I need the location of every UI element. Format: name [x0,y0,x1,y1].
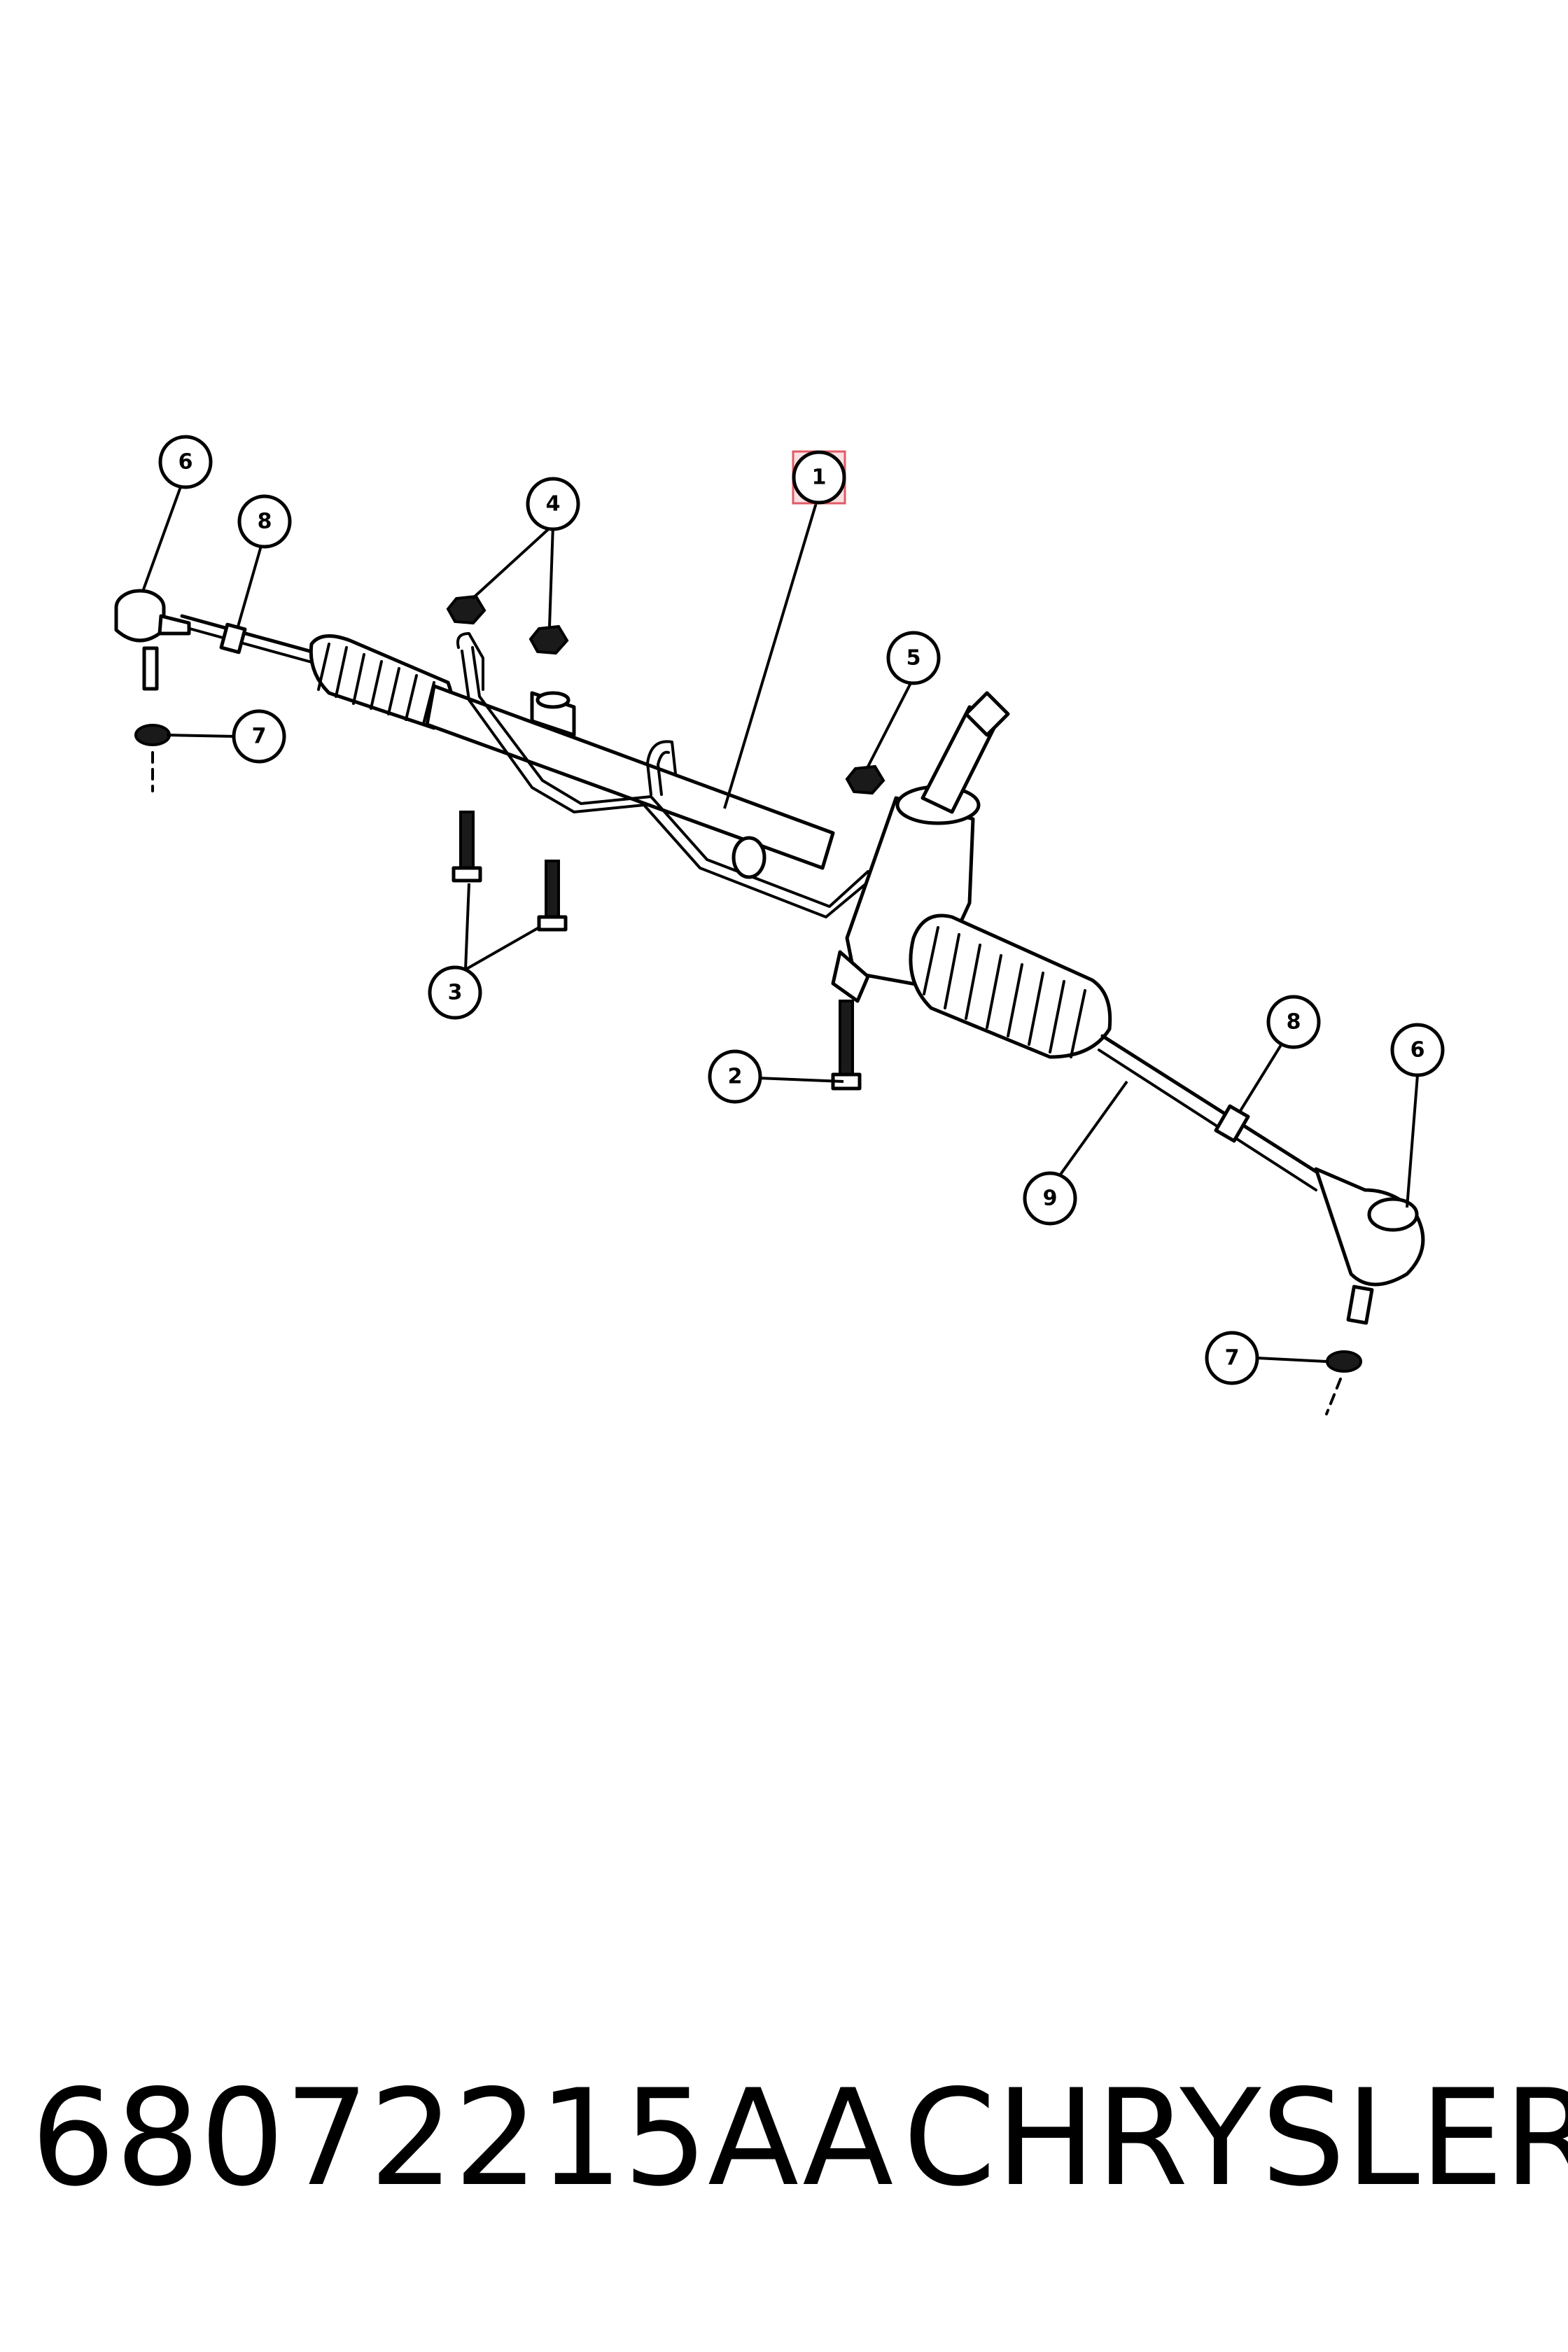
leader-lines [142,482,1419,1363]
callout-3[interactable]: 3 [428,965,482,1020]
left-tie-rod-end [114,589,191,691]
left-jam-nut [219,622,247,654]
brand-caption: CHRYSLER [903,2061,1568,2216]
callout-7-right[interactable]: 7 [1205,1331,1259,1385]
callout-5[interactable]: 5 [886,631,941,685]
callout-1[interactable]: 1 [792,450,846,505]
callout-6-right-label: 6 [1410,1038,1425,1063]
callout-9[interactable]: 9 [1023,1171,1077,1226]
callout-3-label: 3 [448,981,463,1005]
callout-1-label: 1 [812,465,827,490]
part-number-caption: 68072215AA [31,2061,894,2216]
callout-8-right-label: 8 [1287,1010,1301,1035]
callout-8-left[interactable]: 8 [237,494,292,549]
callout-7-right-label: 7 [1225,1346,1240,1371]
callout-2-label: 2 [728,1065,743,1089]
callout-8-right[interactable]: 8 [1266,995,1321,1049]
cotter-nuts [134,724,1362,1415]
steering-rack-assembly [114,589,1425,1415]
right-boot [909,913,1112,1059]
rack-housing [425,684,835,870]
callout-6-left[interactable]: 6 [158,435,213,489]
callout-4[interactable]: 4 [526,477,580,531]
callout-8-left-label: 8 [258,510,272,534]
right-tie-rod [1100,1034,1325,1178]
callout-4-label: 4 [546,492,561,517]
mounting-bolts [451,811,862,1091]
callout-9-label: 9 [1043,1186,1058,1211]
mounting-nuts [446,594,886,795]
callout-2[interactable]: 2 [708,1049,762,1104]
callout-7-left-label: 7 [252,724,267,749]
left-tie-rod [180,614,324,657]
callout-6-right[interactable]: 6 [1390,1023,1445,1077]
right-tie-rod-end [1314,1167,1425,1325]
callout-6-left-label: 6 [178,450,193,475]
callout-5-label: 5 [906,646,921,671]
callout-7-left[interactable]: 7 [232,709,286,764]
